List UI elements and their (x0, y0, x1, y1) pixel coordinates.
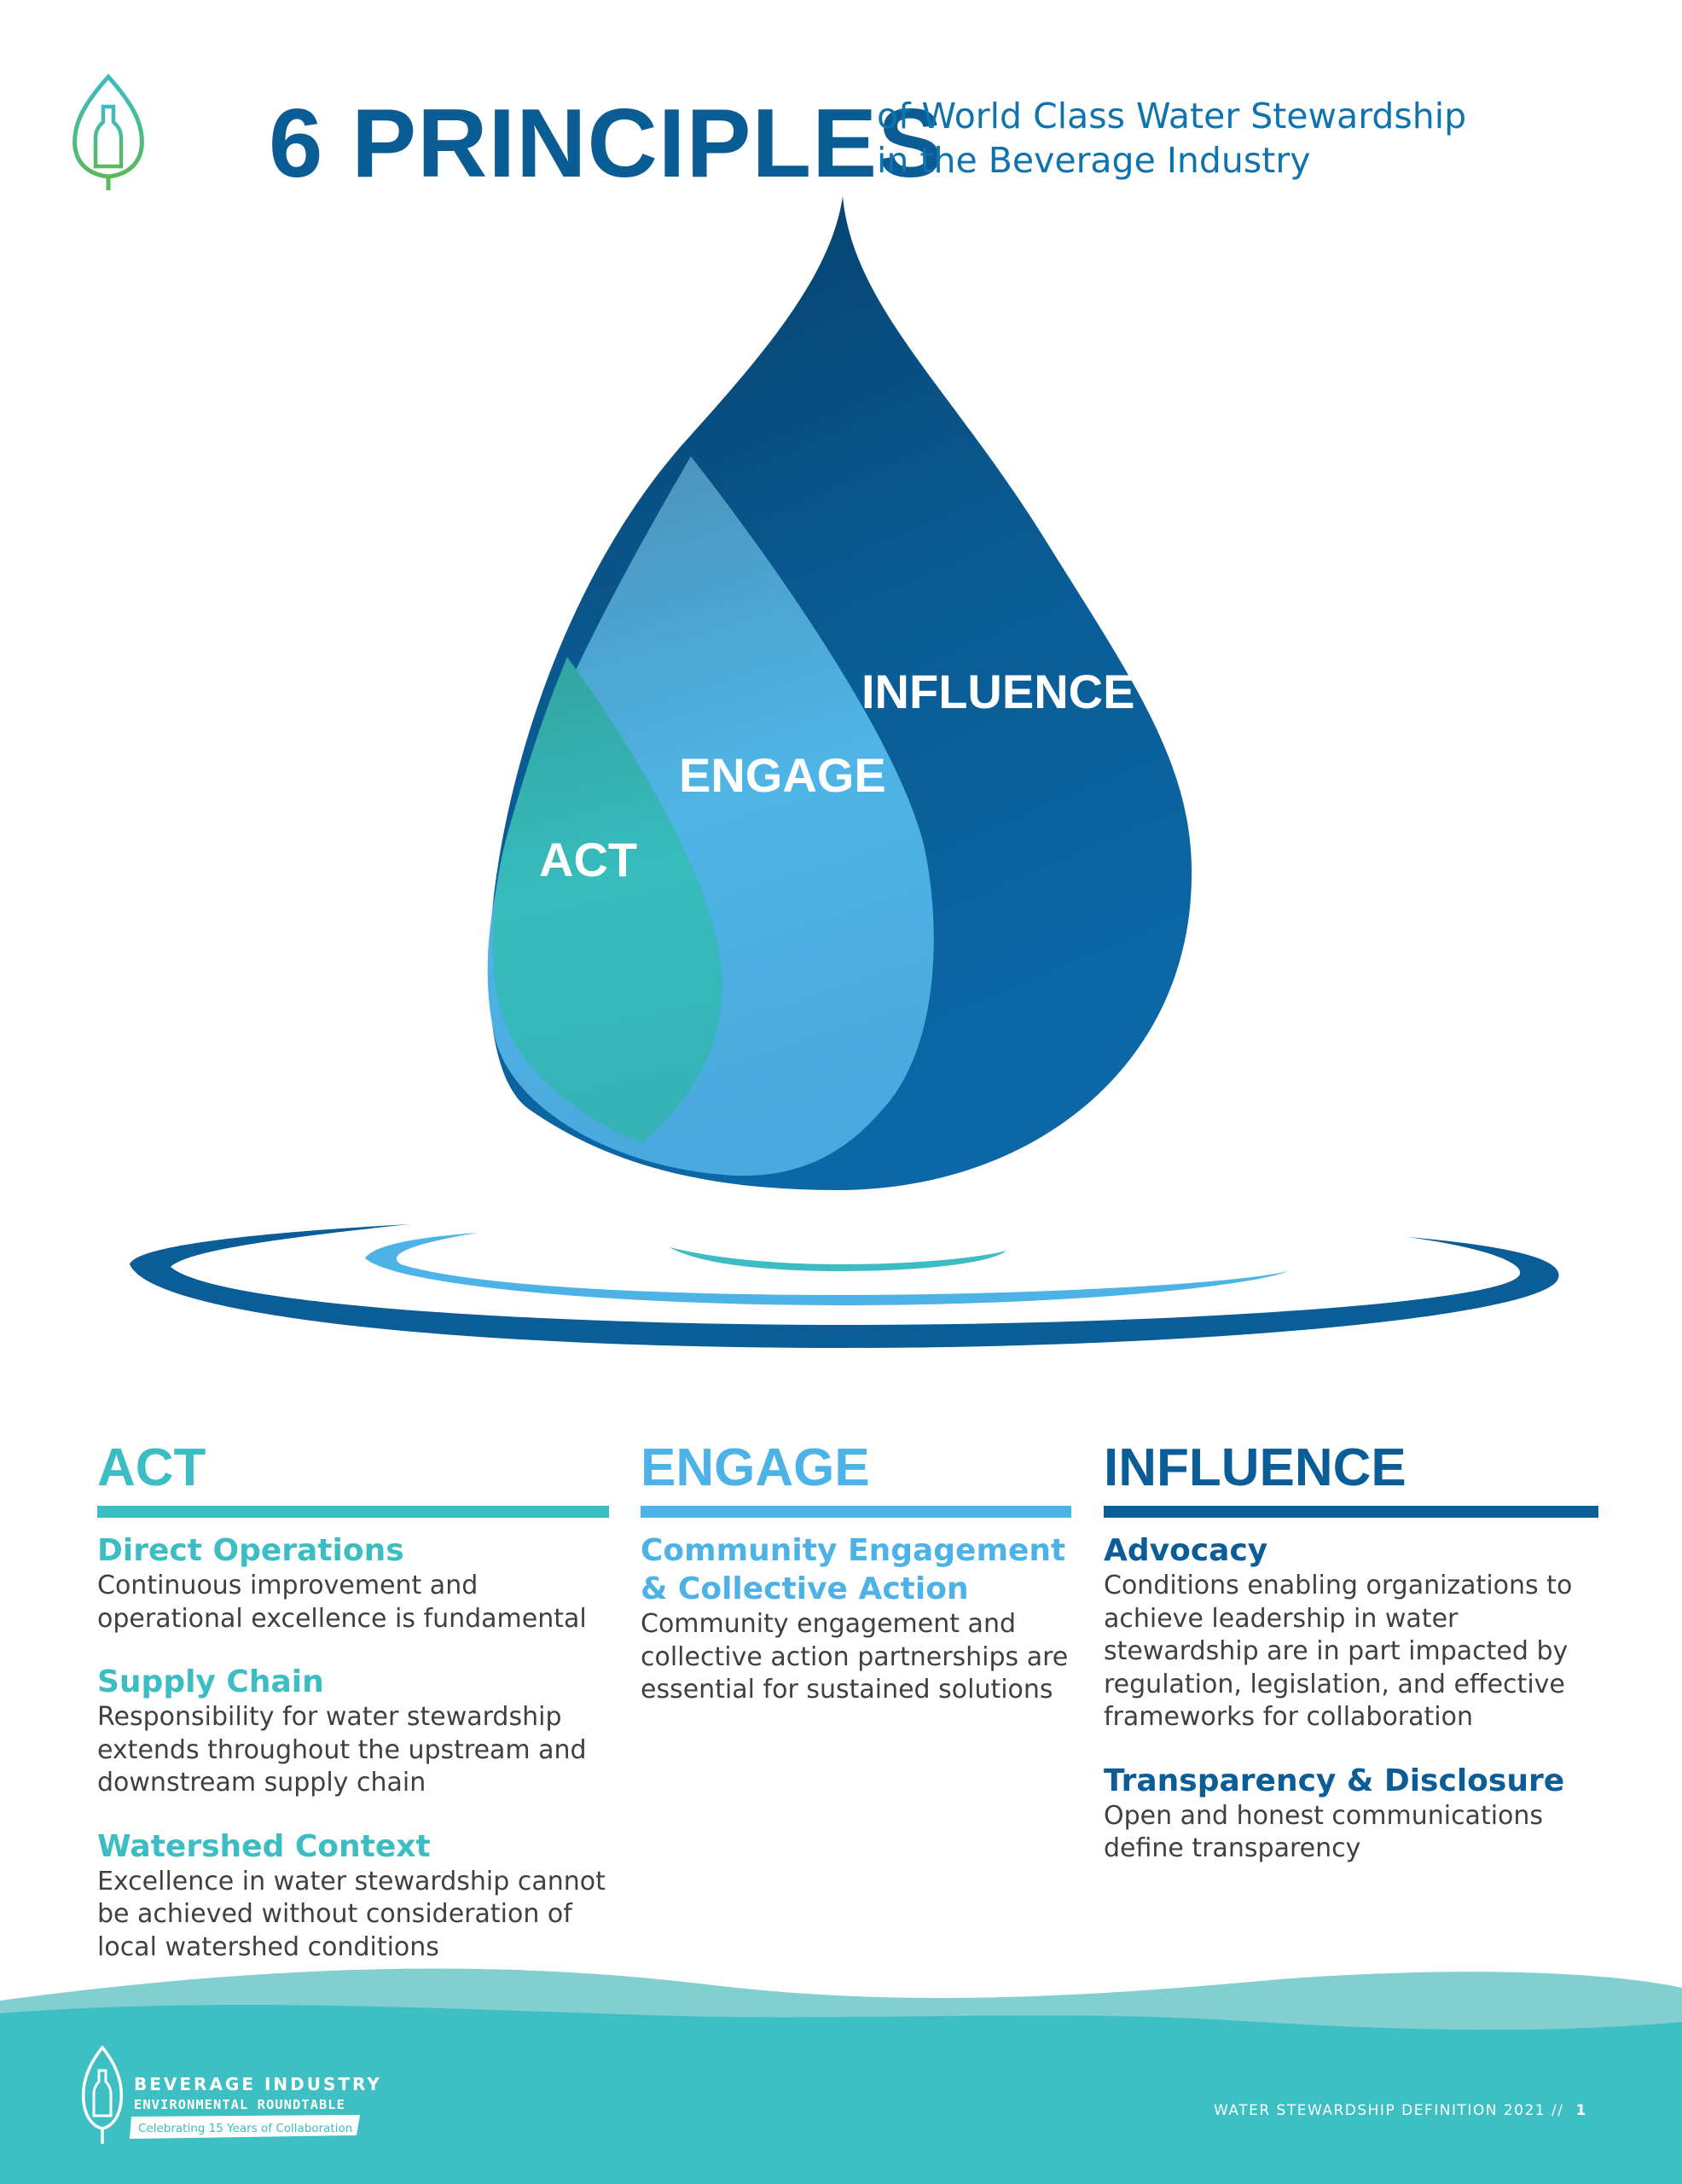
engage-column: ENGAGE Community Engagement & Collective… (641, 1442, 1076, 1734)
org-logo: BEVERAGE INDUSTRY ENVIRONMENTAL ROUNDTAB… (81, 2045, 382, 2144)
engage-rule (641, 1506, 1071, 1518)
org-tagline: Celebrating 15 Years of Collaboration (138, 2122, 352, 2135)
org-name-line2: ENVIRONMENTAL ROUNDTABLE (134, 2097, 345, 2112)
subtitle-line-1: of World Class Water Stewardship (877, 96, 1467, 136)
item-title: Supply Chain (97, 1664, 324, 1699)
drop-label-engage: ENGAGE (679, 748, 886, 802)
act-column: ACT Direct Operations Continuous improve… (97, 1442, 618, 1991)
act-rule (97, 1506, 609, 1518)
water-drop-illustration: INFLUENCE ENGAGE ACT (130, 196, 1559, 1348)
doc-label: WATER STEWARDSHIP DEFINITION 2021 // (1214, 2102, 1564, 2119)
list-item: Direct Operations Continuous improvement… (97, 1531, 618, 1635)
influence-heading: INFLUENCE (1104, 1438, 1406, 1497)
item-description: Open and honest communications define tr… (1104, 1800, 1544, 1864)
org-name-line1: BEVERAGE INDUSTRY (134, 2074, 382, 2094)
act-heading: ACT (97, 1438, 206, 1497)
page-title: 6 PRINCIPLES (269, 90, 944, 198)
item-description: Excellence in water stewardship cannot b… (97, 1866, 606, 1962)
list-item: Community Engagement & Collective Action… (641, 1531, 1076, 1707)
item-title: Community Engagement & Collective Action (641, 1533, 1066, 1606)
list-item: Supply Chain Responsibility for water st… (97, 1663, 618, 1800)
page-footer-label: WATER STEWARDSHIP DEFINITION 2021 // 1 (1214, 2102, 1587, 2119)
influence-rule (1104, 1506, 1598, 1518)
bottle-leaf-icon (72, 73, 144, 190)
drop-act-layer (492, 657, 722, 1143)
footer-waves (0, 1968, 1682, 2184)
ripple-outer (130, 1224, 1559, 1348)
item-description: Community engagement and collective acti… (641, 1609, 1069, 1705)
item-description: Responsibility for water stewardship ext… (97, 1702, 587, 1798)
item-title: Watershed Context (97, 1828, 431, 1864)
drop-label-act: ACT (539, 833, 637, 886)
item-title: Advocacy (1104, 1533, 1268, 1568)
drop-label-influence: INFLUENCE (861, 665, 1134, 718)
subtitle-line-2: in the Beverage Industry (877, 140, 1311, 181)
list-item: Transparency & Disclosure Open and hones… (1104, 1762, 1598, 1866)
item-title: Direct Operations (97, 1533, 404, 1568)
influence-column: INFLUENCE Advocacy Conditions enabling o… (1104, 1442, 1598, 1893)
item-description: Continuous improvement and operational e… (97, 1571, 587, 1634)
item-title: Transparency & Disclosure (1104, 1763, 1565, 1798)
engage-heading: ENGAGE (641, 1438, 870, 1497)
bottle-leaf-icon (81, 2045, 124, 2144)
page-number: 1 (1575, 2102, 1587, 2119)
ripple-inner (670, 1247, 1006, 1271)
list-item: Advocacy Conditions enabling organizatio… (1104, 1531, 1598, 1734)
list-item: Watershed Context Excellence in water st… (97, 1827, 618, 1965)
item-description: Conditions enabling organizations to ach… (1104, 1571, 1573, 1732)
